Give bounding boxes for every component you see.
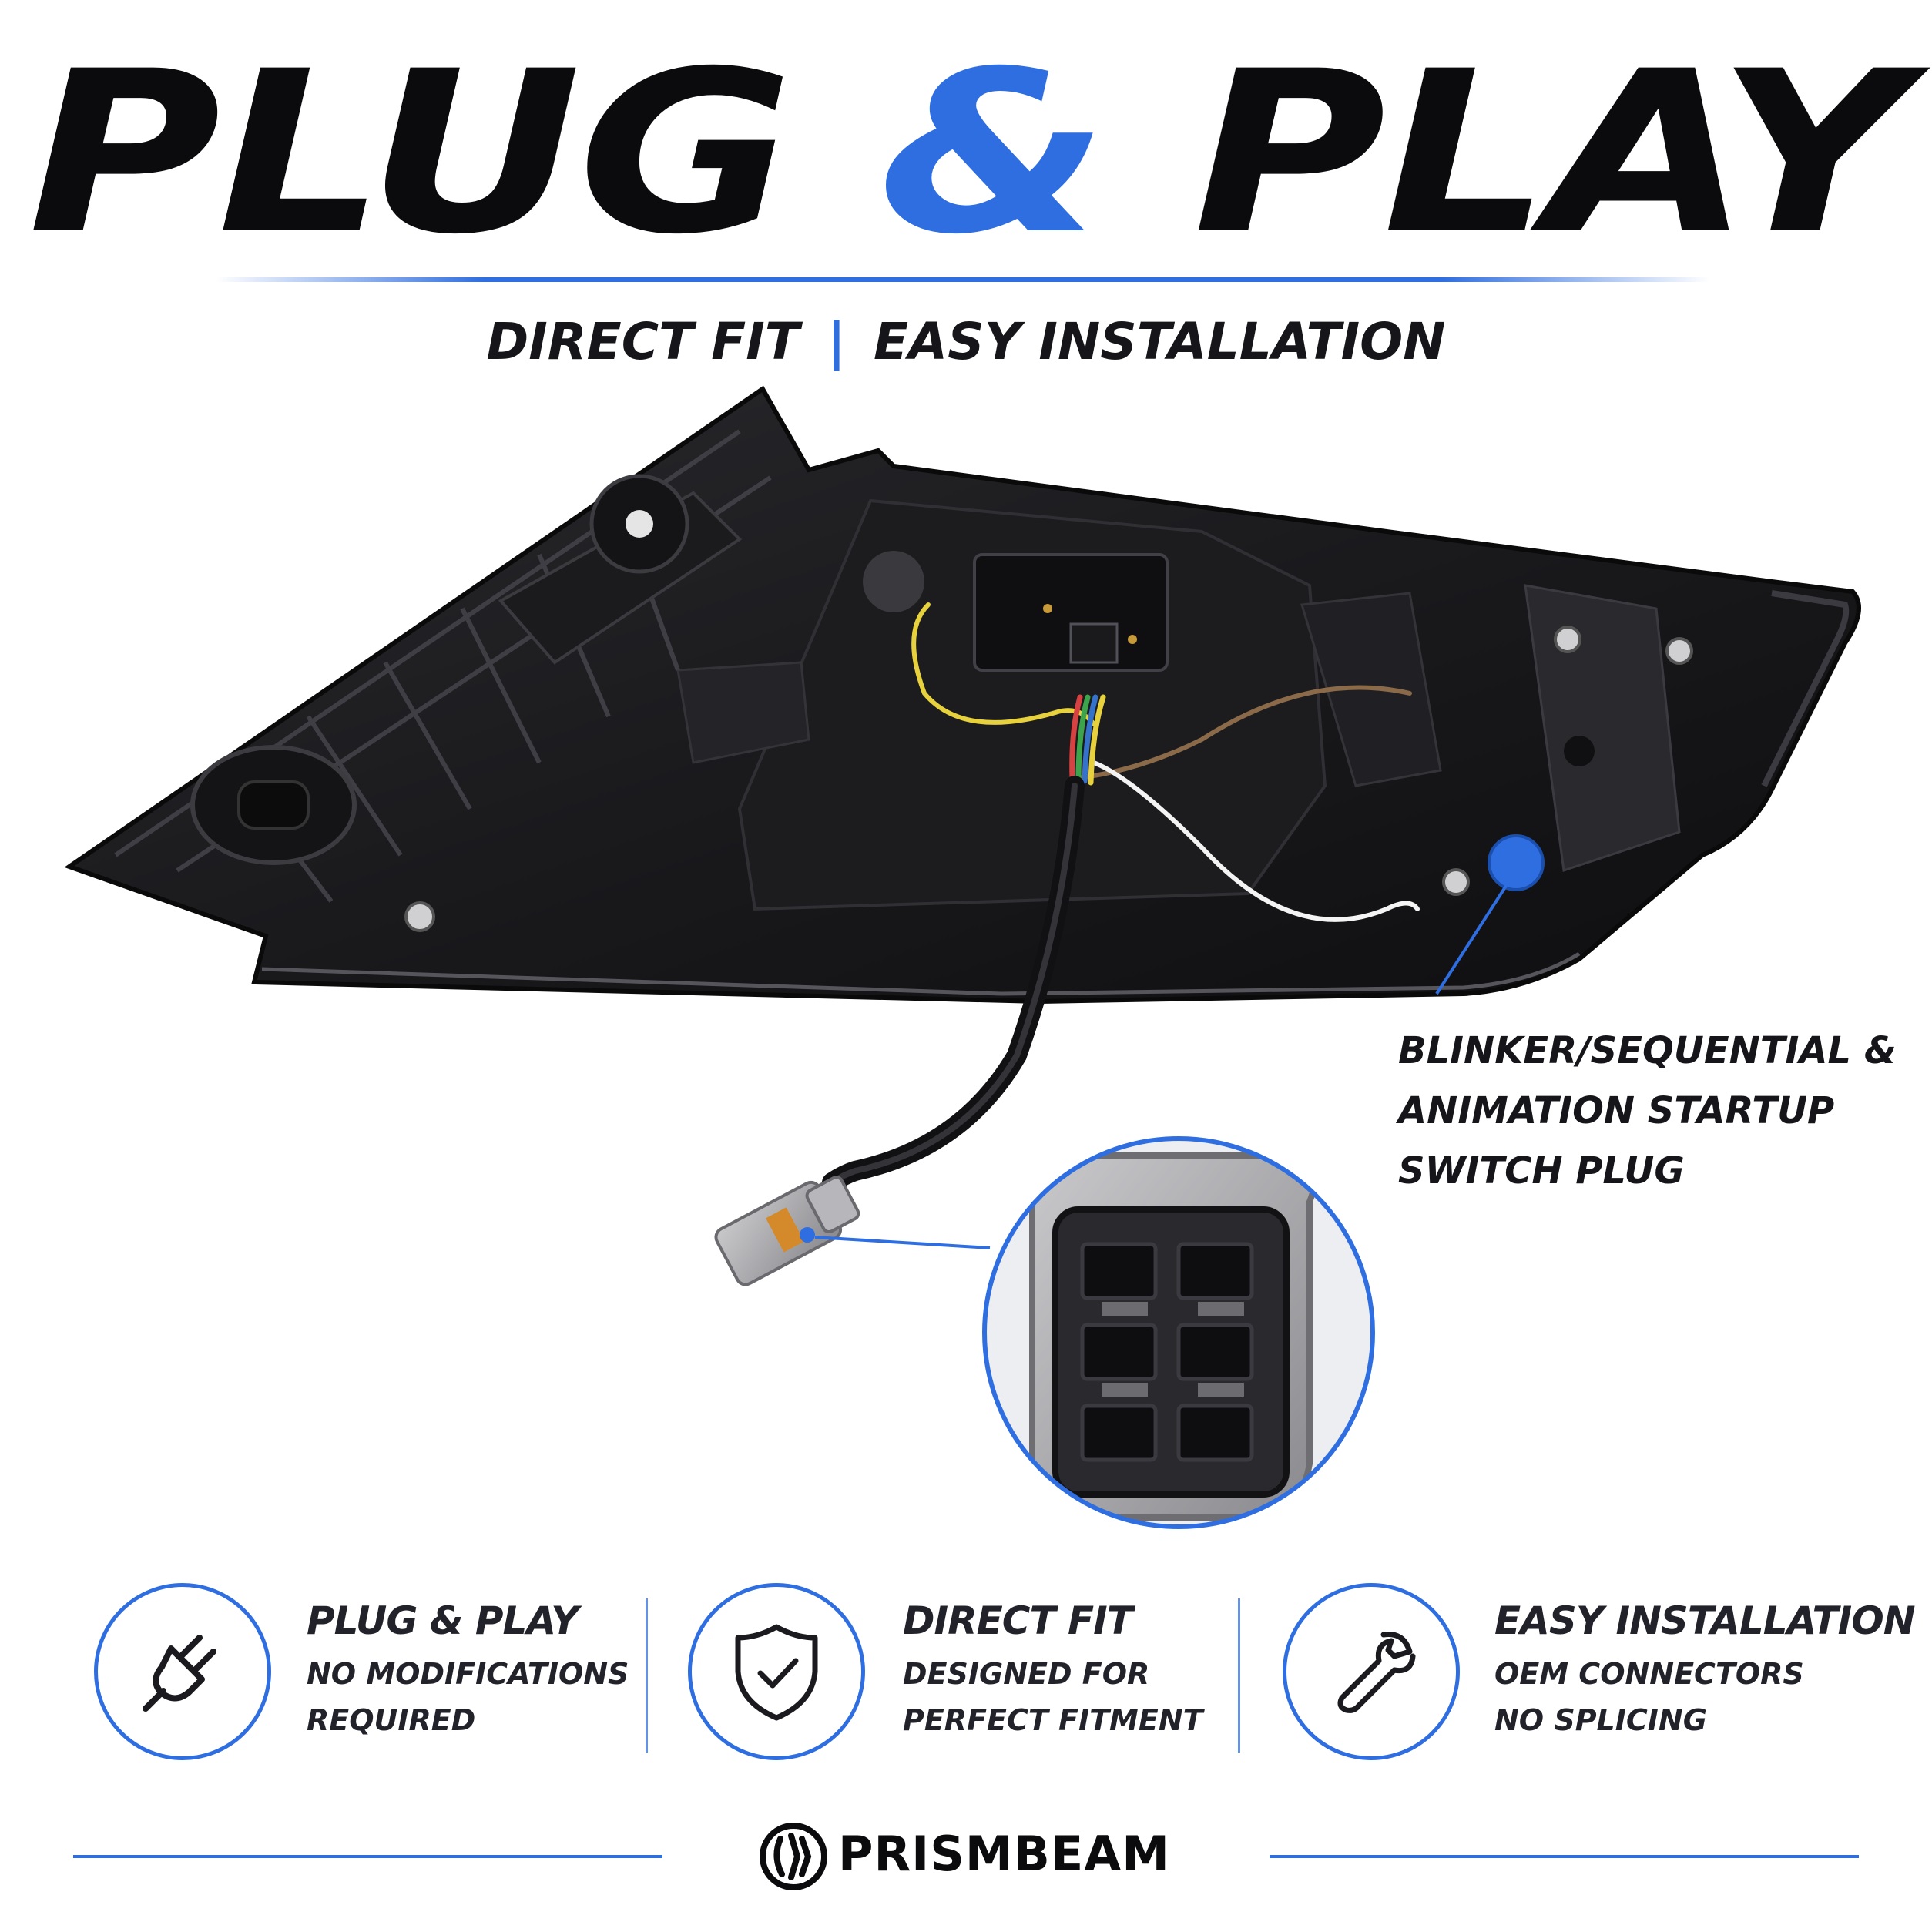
- feature-line-1: OEM CONNECTORS: [1494, 1657, 1804, 1691]
- feature-title: EASY INSTALLATION: [1494, 1598, 1916, 1643]
- subtitle-easy-installation: EASY INSTALLATION: [873, 312, 1446, 371]
- harness-connector: [714, 1176, 860, 1286]
- wrench-icon: [1283, 1583, 1460, 1760]
- page-title: PLUG & PLAY: [0, 42, 1932, 266]
- connector-zoom-inset: [982, 1136, 1375, 1529]
- subtitle: DIRECT FIT | EASY INSTALLATION: [0, 312, 1932, 371]
- callout-line-1: BLINKER/SEQUENTIAL &: [1398, 1029, 1897, 1072]
- feature-plug-and-play: PLUG & PLAY NO MODIFICATIONS REQUIRED: [307, 1598, 629, 1743]
- title-play: PLAY: [1192, 24, 1908, 283]
- feature-line-1: NO MODIFICATIONS: [307, 1657, 629, 1691]
- switch-plug-callout: BLINKER/SEQUENTIAL & ANIMATION STARTUP S…: [1398, 1021, 1897, 1201]
- feature-line-1: DESIGNED FOR: [903, 1657, 1150, 1691]
- feature-line-2: NO SPLICING: [1494, 1703, 1707, 1737]
- subtitle-direct-fit: DIRECT FIT: [486, 312, 800, 371]
- wire-harness: [822, 602, 1420, 1192]
- title-divider: [216, 277, 1710, 282]
- title-plug: PLUG: [28, 24, 794, 283]
- feature-divider: [646, 1598, 648, 1753]
- footer-rule-left: [73, 1855, 662, 1858]
- feature-easy-installation: EASY INSTALLATION OEM CONNECTORS NO SPLI…: [1494, 1598, 1916, 1743]
- feature-line-2: PERFECT FITMENT: [903, 1703, 1203, 1737]
- shield-check-icon: [688, 1583, 865, 1760]
- feature-line-2: REQUIRED: [307, 1703, 476, 1737]
- feature-direct-fit: DIRECT FIT DESIGNED FOR PERFECT FITMENT: [903, 1598, 1203, 1743]
- brand-name: PRISMBEAM: [838, 1826, 1170, 1882]
- plug-icon: [94, 1583, 271, 1760]
- subtitle-separator: |: [827, 312, 846, 371]
- feature-title: DIRECT FIT: [903, 1598, 1133, 1643]
- title-ampersand: &: [878, 24, 1108, 283]
- callout-line-2: ANIMATION STARTUP: [1398, 1089, 1835, 1132]
- feature-divider: [1238, 1598, 1240, 1753]
- callout-line-3: SWITCH PLUG: [1398, 1149, 1685, 1192]
- footer-rule-right: [1270, 1855, 1859, 1858]
- feature-title: PLUG & PLAY: [307, 1598, 579, 1643]
- prismbeam-logo-icon: [759, 1822, 828, 1891]
- tail-light-housing: [64, 385, 1861, 1005]
